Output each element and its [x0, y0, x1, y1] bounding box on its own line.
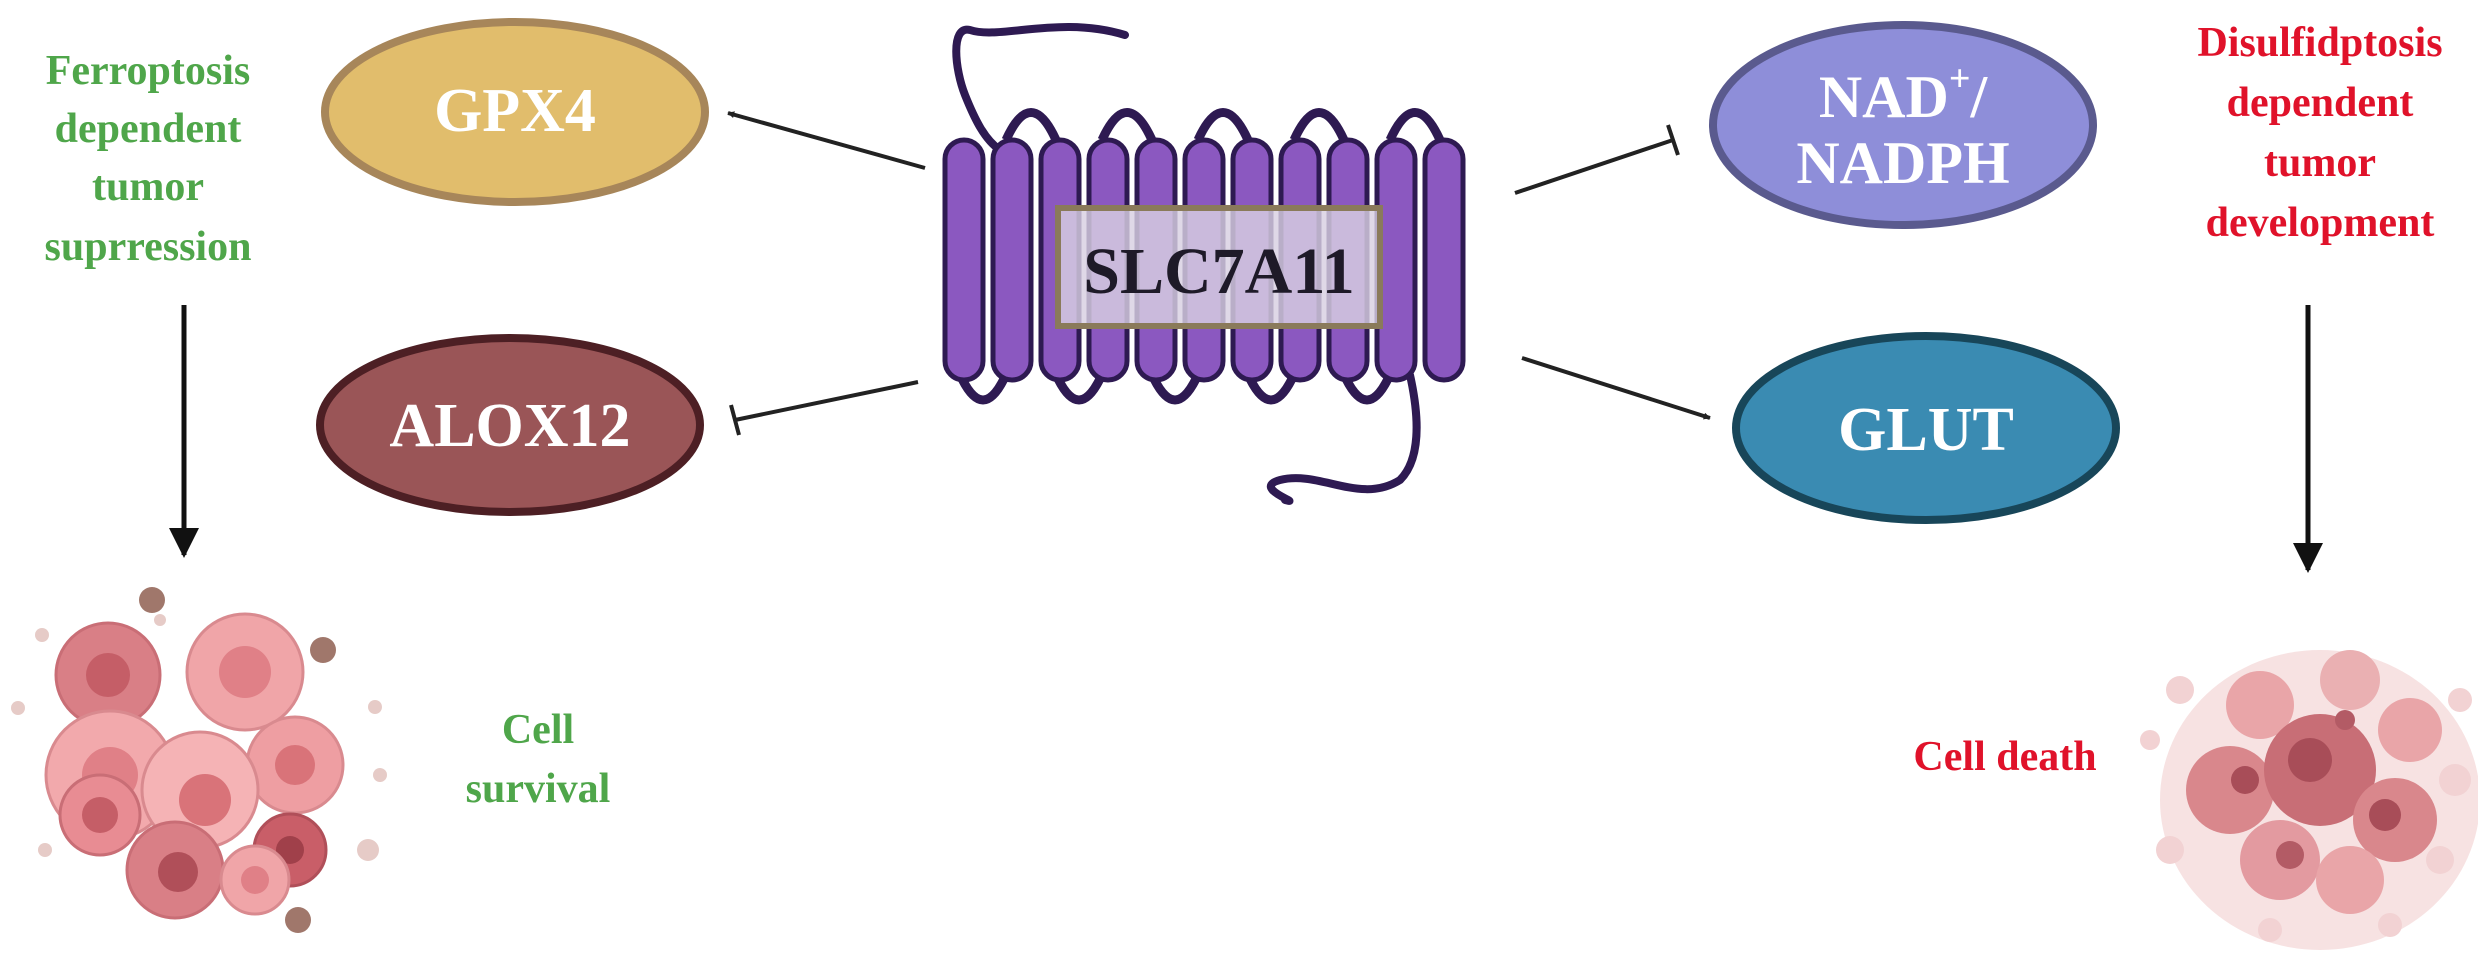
transmembrane-helix: [942, 137, 986, 383]
cell-fragment: [2226, 671, 2294, 739]
cell-fragment: [2288, 738, 2332, 782]
cell-fragment: [2378, 698, 2442, 762]
inhibit-alox12-line: [734, 380, 919, 422]
cell-nucleus: [86, 653, 130, 697]
nad-label-main: NAD: [1819, 64, 1949, 130]
cell-fragment: [2369, 799, 2401, 831]
disulfidptosis-label: Disulfidptosis dependent tumor developme…: [2197, 20, 2442, 246]
disulfidptosis-label-line: tumor: [2264, 140, 2376, 186]
ferroptosis-label-line: tumor: [92, 164, 204, 210]
cell-fragment: [2426, 846, 2454, 874]
cell-fragment: [2316, 846, 2384, 914]
ferroptosis-label: Ferroptosis dependent tumor suprression: [45, 48, 252, 270]
loop: [1001, 108, 1061, 142]
ferroptosis-label-line: suprression: [45, 224, 252, 270]
loop: [1289, 108, 1349, 142]
cell-survival-label-line: Cell: [502, 707, 574, 753]
alox12-label: ALOX12: [389, 392, 630, 460]
n-terminal-tail: [952, 22, 1129, 154]
ferroptosis-label-line: dependent: [55, 106, 242, 152]
disulfidptosis-label-line: development: [2206, 200, 2435, 246]
glut-node: GLUT: [1732, 332, 2120, 524]
cell-fragment: [2186, 746, 2274, 834]
inhibit-nad-bar: [1666, 124, 1680, 156]
glut-oval: [1732, 332, 2120, 524]
inhibit-nad-line: [1514, 138, 1674, 195]
nad-nadph-oval: [1709, 21, 2097, 229]
cell-nucleus: [82, 797, 118, 833]
transmembrane-helix: [1422, 137, 1466, 383]
glut-label: GLUT: [1838, 396, 2014, 464]
cell-survival-label: Cell survival: [466, 707, 611, 812]
arrow-to-gpx4: [727, 111, 926, 170]
dying-cells-illustration: [2140, 650, 2478, 950]
cell-particle: [310, 637, 336, 663]
cell-particle: [11, 701, 25, 715]
loop: [1385, 108, 1445, 142]
cell-particle: [38, 843, 52, 857]
cell-fragment: [2140, 730, 2160, 750]
inhibit-alox12: [729, 380, 919, 436]
nad-label-line1: NAD+/: [1819, 58, 1989, 130]
transmembrane-helix: [990, 137, 1034, 383]
cell-fragment: [2335, 710, 2355, 730]
cell-fragment: [2448, 688, 2472, 712]
cell-nucleus: [219, 646, 271, 698]
cell-death-label: Cell death: [1913, 734, 2096, 780]
cell-particle: [35, 628, 49, 642]
cell-fragment: [2276, 841, 2304, 869]
slc7a11-label-box: [1055, 205, 1383, 329]
cell-particle: [368, 700, 382, 714]
cell-particle: [139, 587, 165, 613]
gpx4-oval: [321, 18, 709, 206]
nad-label-superscript: +: [1949, 58, 1971, 100]
cell-fragment: [2156, 836, 2184, 864]
cell-fragment: [2439, 764, 2471, 796]
cell-nucleus: [275, 745, 315, 785]
slc7a11-transporter: SLC7A11: [942, 22, 1466, 505]
cell-nucleus: [158, 852, 198, 892]
inhibit-nad: [1514, 124, 1680, 195]
cell-particle: [373, 768, 387, 782]
c-terminal-tail: [1267, 371, 1421, 505]
gpx4-label: GPX4: [434, 77, 596, 145]
surviving-cells-illustration: [11, 587, 387, 933]
alox12-oval: [316, 334, 704, 516]
slc7a11-label: SLC7A11: [1083, 235, 1354, 308]
nadph-label-line2: NADPH: [1796, 130, 2009, 196]
loop: [1193, 108, 1253, 142]
cell-particle: [285, 907, 311, 933]
cell-fragment: [2378, 913, 2402, 937]
nad-label-slash: /: [1969, 64, 1988, 130]
inhibit-alox12-bar: [729, 404, 741, 436]
cell-particle: [154, 614, 166, 626]
cell-fragment: [2258, 918, 2282, 942]
cell-fragment: [2320, 650, 2380, 710]
arrow-to-glut: [1521, 356, 1711, 420]
gpx4-node: GPX4: [321, 18, 709, 206]
alox12-node: ALOX12: [316, 334, 704, 516]
cell-nucleus: [179, 774, 231, 826]
disulfidptosis-label-line: dependent: [2227, 80, 2414, 126]
disulfidptosis-label-line: Disulfidptosis: [2197, 20, 2442, 66]
cell-survival-label-line: survival: [466, 766, 611, 812]
cell-particle: [357, 839, 379, 861]
ferroptosis-label-line: Ferroptosis: [46, 48, 251, 94]
loop: [1097, 108, 1157, 142]
cell-nucleus: [241, 866, 269, 894]
cell-fragment: [2231, 766, 2259, 794]
cell-nucleus: [276, 836, 304, 864]
nad-nadph-node: NAD+/ NADPH: [1709, 21, 2097, 229]
cell-fragment: [2166, 676, 2194, 704]
